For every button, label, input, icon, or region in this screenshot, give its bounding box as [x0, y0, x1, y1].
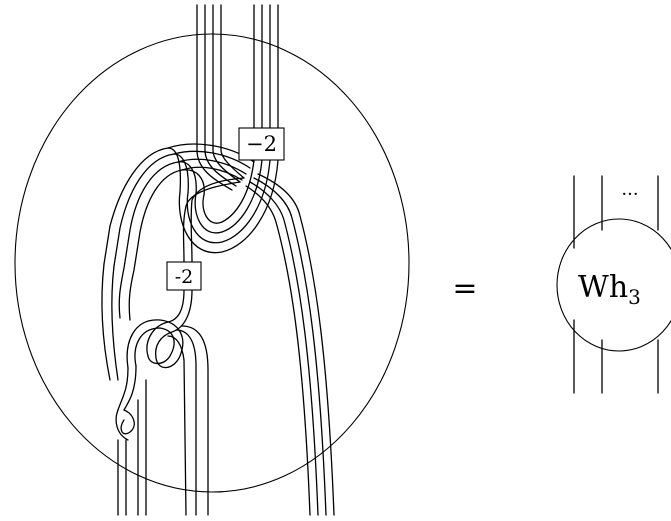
node-label: Wh3 — [578, 270, 641, 309]
bow-left-arc — [103, 147, 205, 321]
twist-exit-bundle — [178, 159, 279, 254]
bottom-left-hook — [115, 409, 135, 516]
middle-bottom-strands — [137, 325, 209, 516]
left-lower-pair — [146, 289, 193, 359]
node-label-sub: 3 — [628, 285, 641, 309]
right-long-bundle — [245, 173, 335, 516]
node-label-main: Wh — [578, 270, 628, 305]
twist-box-top-label: −2 — [246, 132, 277, 156]
dots-label: ··· — [621, 184, 638, 205]
twist-box-left: -2 — [166, 261, 202, 291]
left-inner-pair — [182, 177, 245, 263]
enclosing-circle — [14, 33, 410, 493]
clasp-hook — [117, 319, 184, 411]
twist-box-top: −2 — [238, 127, 285, 161]
left-bottom-strands — [101, 263, 119, 381]
equals-sign: = — [452, 271, 477, 306]
twist-box-left-label: -2 — [175, 266, 194, 288]
right-top-bundle — [253, 4, 279, 129]
wh3-node: ··· Wh3 — [556, 175, 671, 394]
